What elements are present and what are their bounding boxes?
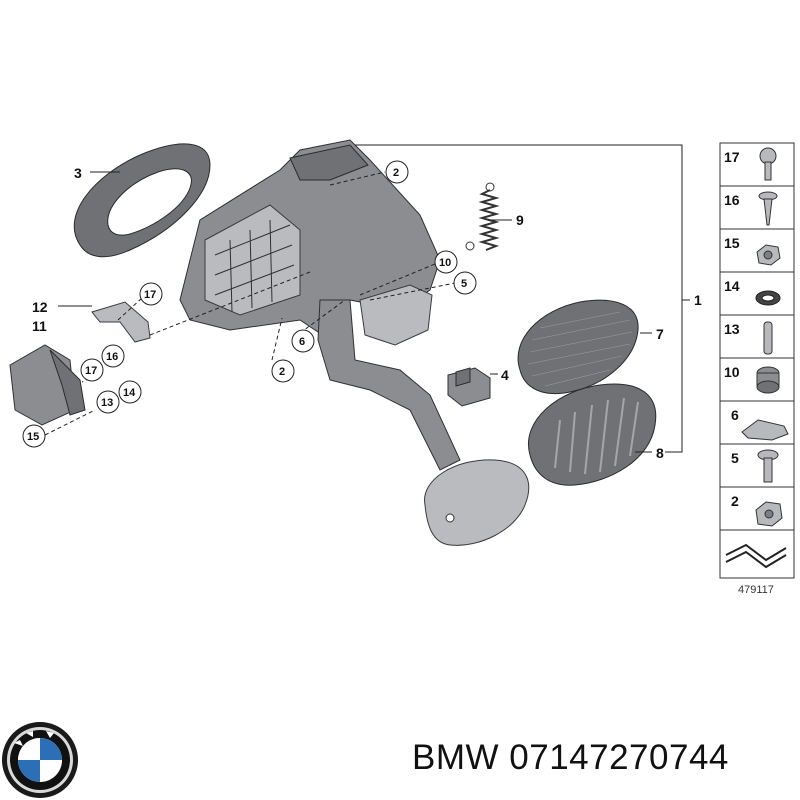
callout-17-top: 17 — [144, 289, 156, 301]
screw-16-icon — [758, 191, 778, 226]
bmw-logo — [2, 722, 78, 798]
bushing-10-icon — [756, 366, 780, 394]
callout-10: 10 — [439, 257, 451, 269]
sensor-part-11 — [9, 344, 86, 426]
legend-label-5: 5 — [731, 450, 739, 466]
gasket-part-3 — [73, 143, 211, 258]
pedal-bracket-part-1 — [179, 139, 530, 546]
callout-2-bottom: 2 — [279, 366, 285, 378]
legend-label-16: 16 — [724, 192, 740, 208]
callout-3: 3 — [74, 165, 82, 181]
callout-12: 12 — [32, 299, 48, 315]
callout-7: 7 — [656, 326, 664, 342]
legend-label-17: 17 — [724, 149, 740, 165]
spring-part-9 — [465, 182, 500, 251]
screw-17-icon — [759, 147, 777, 181]
diagram-symbol-icon — [725, 543, 787, 569]
legend-label-15: 15 — [724, 235, 740, 251]
pin-13-icon — [763, 321, 773, 355]
clip-6-icon — [741, 419, 789, 441]
callout-8: 8 — [656, 445, 664, 461]
callout-17-bottom: 17 — [85, 365, 97, 377]
callout-5: 5 — [461, 278, 467, 290]
callout-11: 11 — [32, 318, 47, 334]
callouts: 3 2 9 10 5 1 12 17 11 16 6 7 17 14 13 2 … — [22, 160, 702, 461]
callout-2-top: 2 — [393, 167, 399, 179]
ring-14-icon — [755, 290, 781, 306]
callout-6: 6 — [299, 336, 305, 348]
callout-4: 4 — [501, 367, 509, 383]
callout-1: 1 — [694, 292, 702, 308]
callout-13: 13 — [101, 397, 113, 409]
part-number-caption: BMW 07147270744 — [412, 738, 729, 777]
nut-2-icon — [755, 501, 783, 527]
callout-15: 15 — [27, 431, 39, 443]
parts-legend: 17 16 15 14 13 10 — [719, 142, 795, 596]
pedal-pad-part-7 — [517, 299, 639, 395]
switch-part-4 — [447, 367, 491, 407]
legend-label-14: 14 — [724, 278, 740, 294]
nut-15-icon — [756, 244, 781, 266]
bracket-part-12 — [91, 301, 151, 343]
callout-16: 16 — [106, 351, 118, 363]
callout-9: 9 — [516, 212, 524, 228]
pedal-pad-part-8 — [528, 383, 657, 486]
bolt-5-icon — [757, 449, 779, 483]
legend-label-10: 10 — [724, 364, 740, 380]
reference-number: 479117 — [738, 584, 774, 596]
legend-label-13: 13 — [724, 321, 740, 337]
callout-14: 14 — [123, 387, 136, 399]
legend-label-2: 2 — [731, 493, 739, 509]
leader-lines — [44, 144, 690, 453]
legend-label-6: 6 — [731, 407, 739, 423]
